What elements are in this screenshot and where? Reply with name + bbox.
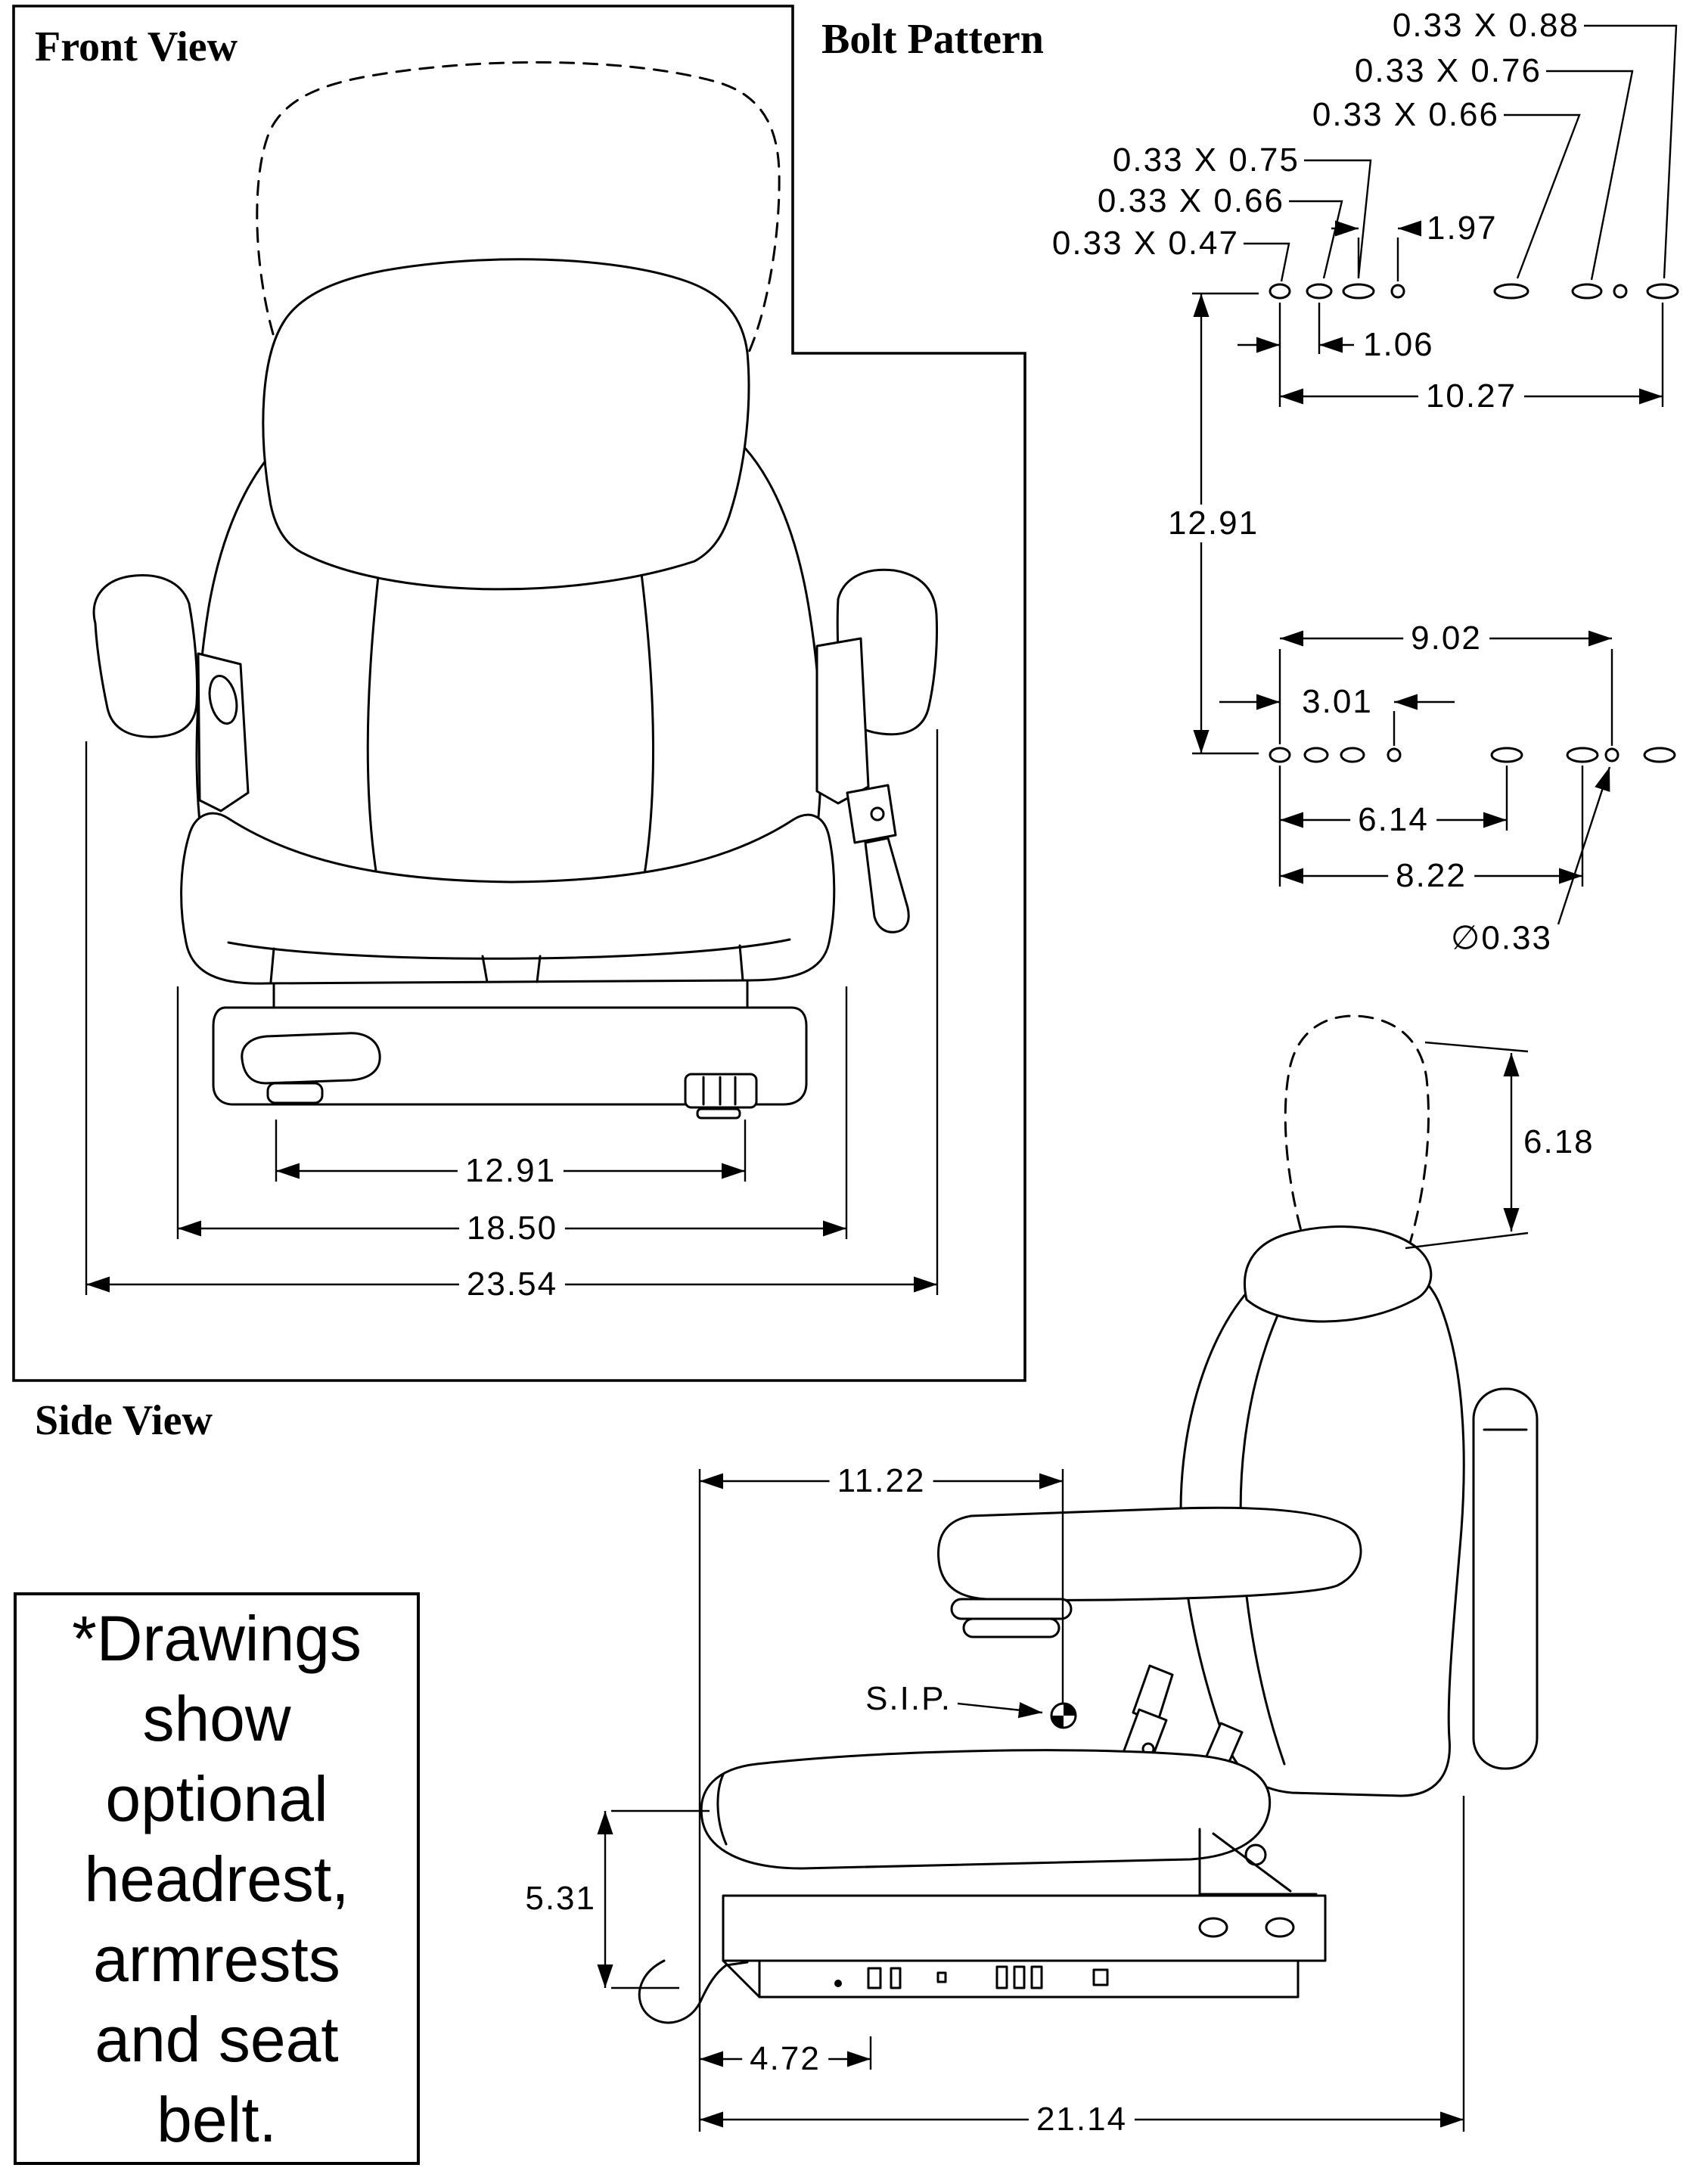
front-view-title: Front View [35, 23, 238, 70]
bolt-holes-top-row [1269, 283, 1679, 300]
side-armrest-upright [1472, 1387, 1539, 1770]
front-left-armrest [92, 574, 199, 738]
front-view-box-border [12, 5, 1026, 1382]
front-suspension-base [212, 1006, 808, 1106]
side-headrest-dashed-outline [1284, 1014, 1430, 1253]
front-view-drawing [85, 61, 939, 1295]
note-line-5: armrests [93, 1923, 340, 1995]
note-line-1: *Drawings [72, 1602, 362, 1674]
note-line-4: headrest, [84, 1843, 349, 1915]
dim-front-overall-width: 23.54 [458, 1266, 566, 1303]
note-line-6: and seat [95, 2003, 339, 2075]
callout-slot-047: 0.33 X 0.47 [1051, 225, 1239, 262]
callout-slot-066b: 0.33 X 0.66 [1097, 182, 1284, 219]
dim-bolt-1291: 12.91 [1160, 505, 1267, 542]
front-seat-cushion [180, 812, 836, 985]
bolt-pattern-title: Bolt Pattern [821, 16, 1044, 63]
callout-slot-076: 0.33 X 0.76 [1354, 52, 1542, 89]
side-armrest [937, 1506, 1362, 1601]
note-line-3: optional [105, 1763, 328, 1834]
sip-label: S.I.P. [865, 1680, 952, 1717]
side-view-dimensions [597, 1041, 1529, 2132]
side-base [722, 1894, 1327, 1962]
dim-bolt-197: 1.97 [1427, 210, 1498, 247]
note-line-7: belt. [157, 2083, 277, 2155]
dim-front-cushion-width: 18.50 [458, 1210, 566, 1247]
dim-bolt-301: 3.01 [1302, 683, 1373, 720]
dim-side-sip-setback: 11.22 [829, 1462, 933, 1500]
dim-side-headrest-ext: 6.18 [1523, 1123, 1595, 1160]
note-line-2: show [142, 1682, 291, 1754]
side-release-lever [638, 1959, 728, 2024]
dim-bolt-822: 8.22 [1388, 857, 1474, 895]
side-seat-cushion [700, 1749, 1272, 1870]
side-headrest [1243, 1225, 1433, 1323]
callout-slot-088: 0.33 X 0.88 [1392, 7, 1579, 44]
bolt-holes-bottom-row [1269, 747, 1676, 763]
dim-side-front-offset: 4.72 [742, 2040, 828, 2078]
dim-front-base-width: 12.91 [457, 1152, 564, 1190]
side-view-drawing [597, 1014, 1539, 2132]
dim-bolt-902: 9.02 [1403, 620, 1489, 657]
dim-bolt-106: 1.06 [1363, 326, 1434, 363]
dim-bolt-hole-diameter: ∅0.33 [1451, 919, 1552, 957]
dim-bolt-614: 6.14 [1350, 801, 1436, 839]
callout-slot-075: 0.33 X 0.75 [1112, 141, 1300, 179]
dim-bolt-1027: 10.27 [1418, 377, 1525, 415]
callout-slot-066a: 0.33 X 0.66 [1312, 96, 1499, 133]
dim-side-base-height: 5.31 [525, 1880, 596, 1917]
options-note-box: *Drawings show optional headrest, armres… [14, 1592, 420, 2165]
dim-side-overall-depth: 21.14 [1028, 2101, 1135, 2138]
side-view-title: Side View [35, 1397, 213, 1444]
front-adjust-lever [241, 1032, 381, 1085]
front-headrest [262, 258, 750, 591]
